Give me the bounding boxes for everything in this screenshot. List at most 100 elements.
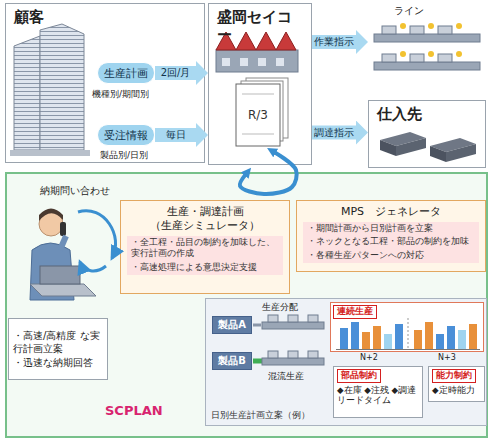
production-line	[428, 51, 434, 57]
factory-illustration	[276, 58, 284, 66]
day-production-lines	[268, 351, 278, 358]
node-heading: 連続生産	[333, 305, 377, 319]
production-line	[438, 54, 452, 62]
production-line	[382, 54, 396, 62]
node-heading: ライン	[372, 5, 482, 17]
production-line	[374, 23, 480, 70]
data-pill: 受注情報	[97, 124, 155, 146]
product-box: 製品A	[212, 316, 252, 334]
document-stack	[241, 81, 283, 141]
production-line	[382, 26, 396, 34]
node-heading: 日別生産計画立案（例）	[211, 409, 486, 422]
sync-loop-arrow	[240, 152, 297, 194]
production-line	[456, 23, 462, 29]
production-bars	[362, 332, 370, 349]
data-pill: 生産計画	[97, 62, 155, 84]
edge-label: 調達指示	[313, 127, 355, 139]
factory-illustration	[258, 58, 266, 66]
node-text: ◆在庫 ◆注残 ◆調達リードタイム	[337, 385, 419, 406]
node-heading: 製品B	[218, 354, 246, 368]
production-bars	[351, 322, 359, 349]
inquiry-loop-arrow	[80, 262, 106, 271]
day-production-lines	[268, 315, 278, 322]
production-line	[428, 23, 434, 29]
production-bars	[336, 349, 480, 350]
day-production-lines	[253, 359, 262, 364]
annotation-label: 機種別/期間別	[92, 89, 149, 100]
production-bars	[395, 324, 403, 349]
day-production-lines	[253, 315, 324, 365]
supplier-illustration	[396, 138, 426, 156]
production-bars	[425, 322, 433, 349]
person-illustration	[39, 209, 63, 222]
person-illustration	[30, 243, 74, 300]
production-line	[438, 26, 452, 34]
day-production-lines	[308, 315, 318, 322]
document-stack	[246, 78, 288, 138]
node-heading: 部品制約	[337, 369, 381, 383]
production-line	[410, 54, 424, 62]
person-illustration	[60, 236, 66, 250]
constraint-box: 能力制約 ◆定時能力	[428, 366, 485, 402]
node-heading: MPS ジェネレータ	[303, 205, 479, 219]
node-heading: 受注情報	[104, 128, 148, 143]
building-illustration	[40, 24, 84, 150]
production-bars	[436, 334, 444, 349]
node-heading: 生産計画	[104, 66, 148, 81]
supplier-illustration	[380, 140, 396, 156]
document-stack	[236, 84, 280, 146]
connector-group	[155, 42, 356, 194]
supplier-illustration	[380, 132, 426, 146]
node-heading: ・高速/高精度 な実行計画立案	[13, 329, 103, 356]
production-bars	[458, 330, 466, 349]
day-production-lines	[308, 351, 318, 358]
person-illustration	[30, 284, 96, 296]
supplier-illustration	[430, 138, 476, 152]
person-illustration	[39, 212, 63, 236]
mps-box: MPS ジェネレータ・期間計画から日別計画を立案・ネックとなる工程・部品の制約を…	[296, 200, 486, 272]
production-line	[374, 62, 480, 70]
supplier-illustration	[380, 132, 476, 162]
node-text: ・全工程・品目の制約を加味した、実行計画の作成	[127, 236, 283, 261]
production-bars	[447, 326, 455, 349]
production-line	[410, 26, 424, 34]
production-line	[400, 23, 406, 29]
node-text: ◆定時能力	[432, 385, 481, 396]
person-illustration	[40, 266, 80, 284]
day-production-lines	[262, 358, 324, 365]
factory-illustration	[216, 50, 298, 72]
production-line	[374, 34, 480, 42]
node-heading: 仕入先	[377, 105, 477, 123]
node-heading: 生産・調達計画 （生産シミュレータ）	[127, 205, 283, 233]
node-text: ・迅速な納期回答	[13, 356, 103, 370]
day-production-lines	[262, 322, 324, 329]
annotation-label: 納期問い合わせ	[40, 185, 110, 197]
day-production-lines	[288, 315, 298, 322]
system-document: R/3	[236, 84, 280, 146]
annotation-label: 混流生産	[268, 371, 304, 382]
annotation-label: 製品別/日別	[100, 150, 148, 161]
simulator-box: 生産・調達計画 （生産シミュレータ） ・全工程・品目の制約を加味した、実行計画の作…	[120, 200, 290, 294]
node-heading: 盛岡セイコー	[217, 8, 303, 44]
factory-illustration	[240, 58, 248, 66]
chart-box: 連続生産	[330, 302, 484, 352]
node-heading: 能力制約	[432, 369, 476, 383]
document-stack	[236, 78, 288, 146]
node-text: ・各種生産パターンへの対応	[303, 249, 479, 263]
node-text: ・高速処理による意思決定支援	[127, 261, 283, 275]
annotation-label: 生産分配	[262, 302, 298, 313]
person-illustration	[30, 209, 96, 301]
scplan-region: SCPLAN生産・調達計画 （生産シミュレータ）・全工程・品目の制約を加味した、…	[5, 172, 488, 438]
building-illustration	[10, 150, 90, 156]
production-bars	[414, 330, 422, 349]
production-bars	[336, 318, 480, 350]
inquiry-loop-arrow	[78, 211, 116, 258]
building-illustration	[10, 24, 90, 156]
factory-illustration	[216, 32, 296, 50]
annotation-label: N+2	[360, 353, 378, 363]
inquiry-loop-arrow	[78, 211, 116, 271]
factory-illustration	[216, 32, 298, 72]
day-production-lines	[288, 351, 298, 358]
factory-illustration	[222, 58, 230, 66]
